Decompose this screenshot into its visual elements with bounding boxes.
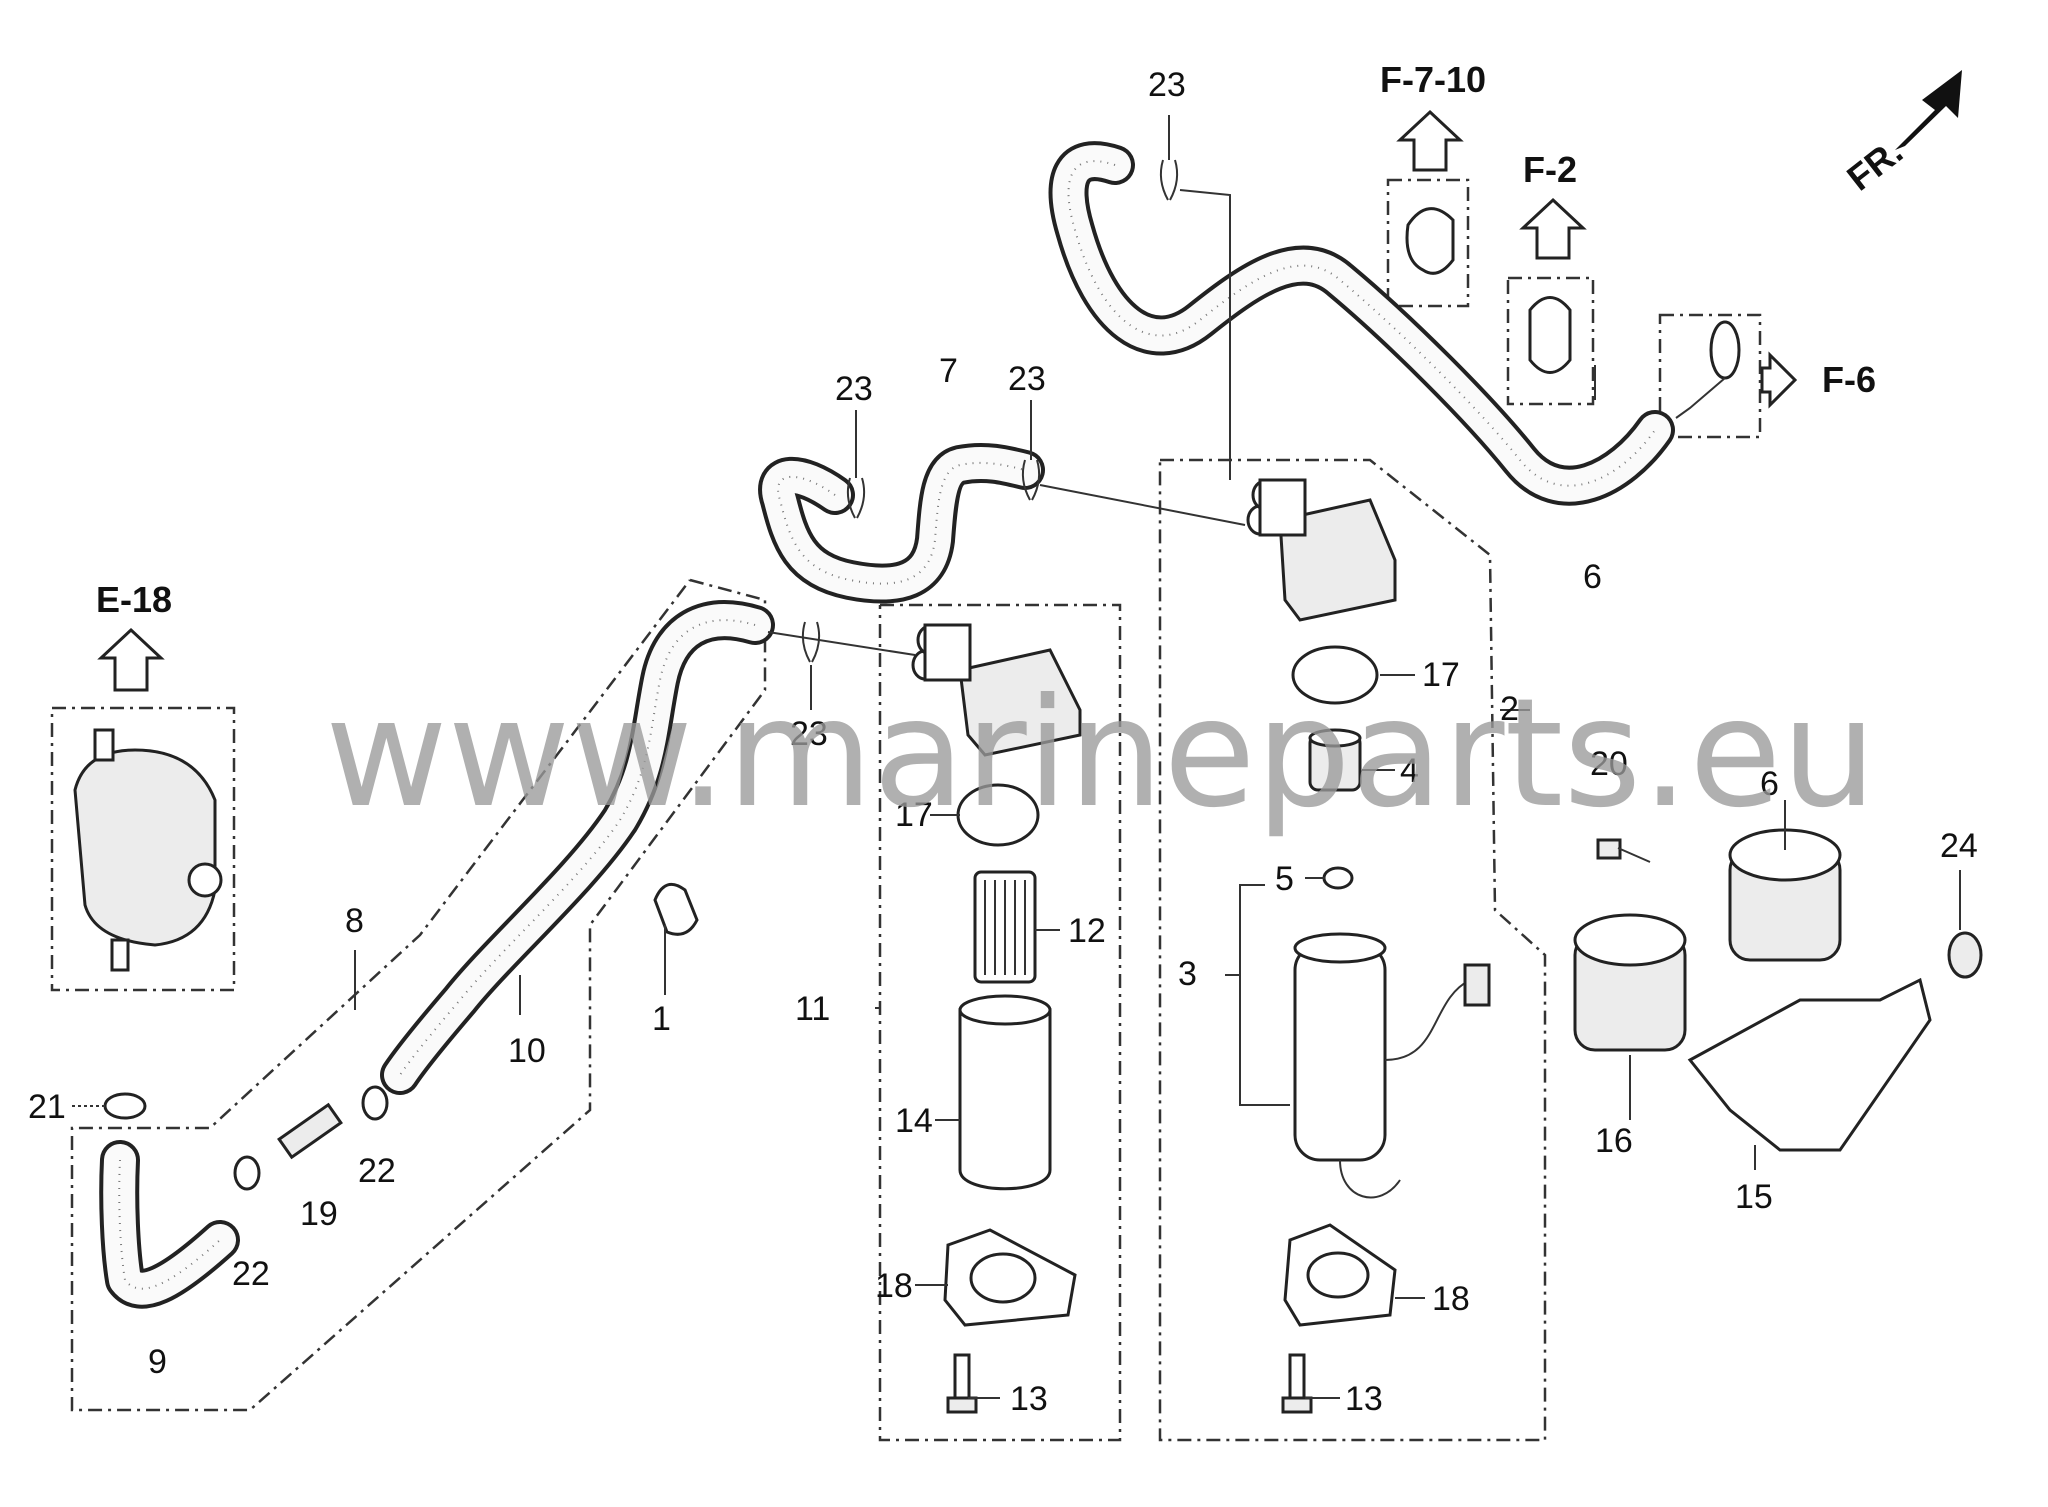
label-20: 20: [1590, 745, 1628, 783]
label-6-hose: 6: [1583, 558, 1602, 596]
seal-5: [1322, 866, 1354, 890]
right-arrow-icon: [1760, 351, 1798, 409]
leader-lines: [354, 365, 1961, 1399]
watermark: www.marineparts.eu: [325, 667, 1877, 841]
clip-23-top: [1159, 115, 1231, 480]
connector-19: [277, 1102, 343, 1160]
ref-e18-label[interactable]: E-18: [96, 579, 172, 620]
assembly-8-frame: [70, 578, 767, 1412]
label-19: 19: [300, 1195, 338, 1233]
up-arrow-icon: [1396, 109, 1464, 172]
float-4: [1308, 728, 1362, 792]
label-4: 4: [1400, 752, 1419, 790]
ref-f2-label[interactable]: F-2: [1523, 149, 1577, 190]
label-8: 8: [345, 902, 364, 940]
hose-10: [380, 600, 775, 1095]
ref-f6-label[interactable]: F-6: [1822, 359, 1876, 400]
label-23-low: 23: [790, 715, 828, 753]
ref-f7-10[interactable]: F-7-10: [1380, 59, 1486, 308]
bracket-15: [1687, 977, 1932, 1152]
clip-icon: [1405, 207, 1455, 275]
ref-f7-10-box: [1386, 178, 1470, 308]
label-16: 16: [1595, 1122, 1633, 1160]
label-10: 10: [508, 1032, 546, 1070]
up-arrow-icon: [97, 627, 165, 692]
hose-7: [758, 442, 1045, 604]
label-2: 2: [1500, 690, 1519, 728]
ref-f2-box: [1506, 276, 1595, 406]
bolt-13-right: [1281, 1353, 1313, 1414]
filter-cover-right: [1246, 478, 1397, 622]
clip-22-a: [361, 1085, 389, 1121]
label-18-center: 18: [875, 1267, 913, 1305]
filter-cover-center: [911, 623, 1082, 757]
label-22-b: 22: [232, 1255, 270, 1293]
part-labels: 1 2 3 4 5 6 6 7 8 9 10 11 12 13 13 14 15…: [28, 66, 1978, 1418]
label-17-center: 17: [895, 796, 933, 834]
cup-14: [958, 994, 1052, 1191]
label-17-right: 17: [1422, 656, 1460, 694]
bracket-18-right: [1283, 1223, 1397, 1327]
hose-9: [99, 1140, 240, 1309]
label-7: 7: [939, 352, 958, 390]
clip-21: [72, 1092, 147, 1120]
bolt-20: [1596, 838, 1651, 863]
bolt-13-center: [946, 1353, 978, 1414]
label-22-a: 22: [358, 1152, 396, 1190]
ref-f2[interactable]: F-2: [1506, 149, 1595, 406]
label-9: 9: [148, 1343, 167, 1381]
label-24: 24: [1940, 827, 1978, 865]
ref-e18-box: [50, 706, 236, 992]
assembly-11-frame: [878, 603, 1122, 1442]
label-3: 3: [1178, 955, 1197, 993]
clamp-icon: [1528, 296, 1572, 374]
clamp-1: [653, 882, 699, 936]
ref-f6[interactable]: F-6: [1658, 313, 1876, 439]
fuel-pump-icon: [73, 748, 217, 947]
ref-e18[interactable]: E-18: [50, 579, 236, 992]
label-23-left: 23: [835, 370, 873, 408]
label-18-right: 18: [1432, 1280, 1470, 1318]
holder-6-right: [1728, 828, 1842, 962]
clip-23-low: [767, 621, 916, 710]
clip-22-b: [233, 1155, 261, 1191]
label-6-holder: 6: [1760, 765, 1779, 803]
label-5: 5: [1275, 860, 1294, 898]
holder-16: [1573, 913, 1687, 1052]
label-15: 15: [1735, 1178, 1773, 1216]
hose-6: [1048, 141, 1675, 506]
ref-f7-10-label[interactable]: F-7-10: [1380, 59, 1486, 100]
label-1: 1: [652, 1000, 671, 1038]
label-23-top: 23: [1148, 66, 1186, 104]
up-arrow-icon: [1519, 197, 1587, 260]
clip-23-mid: [1021, 400, 1246, 526]
bracket-18-center: [943, 1228, 1077, 1327]
clip-23-left: [846, 410, 866, 519]
label-13-center: 13: [1010, 1380, 1048, 1418]
ref-f6-box: [1658, 313, 1762, 439]
label-12: 12: [1068, 912, 1106, 950]
label-13-right: 13: [1345, 1380, 1383, 1418]
eyelet-icon: [1709, 320, 1741, 380]
label-14: 14: [895, 1102, 933, 1140]
cup-3: [1293, 932, 1491, 1199]
front-direction-label: FR.: [1839, 130, 1910, 198]
element-12: [973, 870, 1037, 984]
o-ring-17-right: [1291, 645, 1379, 705]
assembly-2-frame: [1158, 458, 1547, 1442]
nut-24: [1947, 931, 1983, 979]
label-11: 11: [795, 990, 830, 1028]
label-23-mid: 23: [1008, 360, 1046, 398]
label-21: 21: [28, 1088, 66, 1126]
front-direction-arrow: FR.: [1839, 70, 1962, 199]
